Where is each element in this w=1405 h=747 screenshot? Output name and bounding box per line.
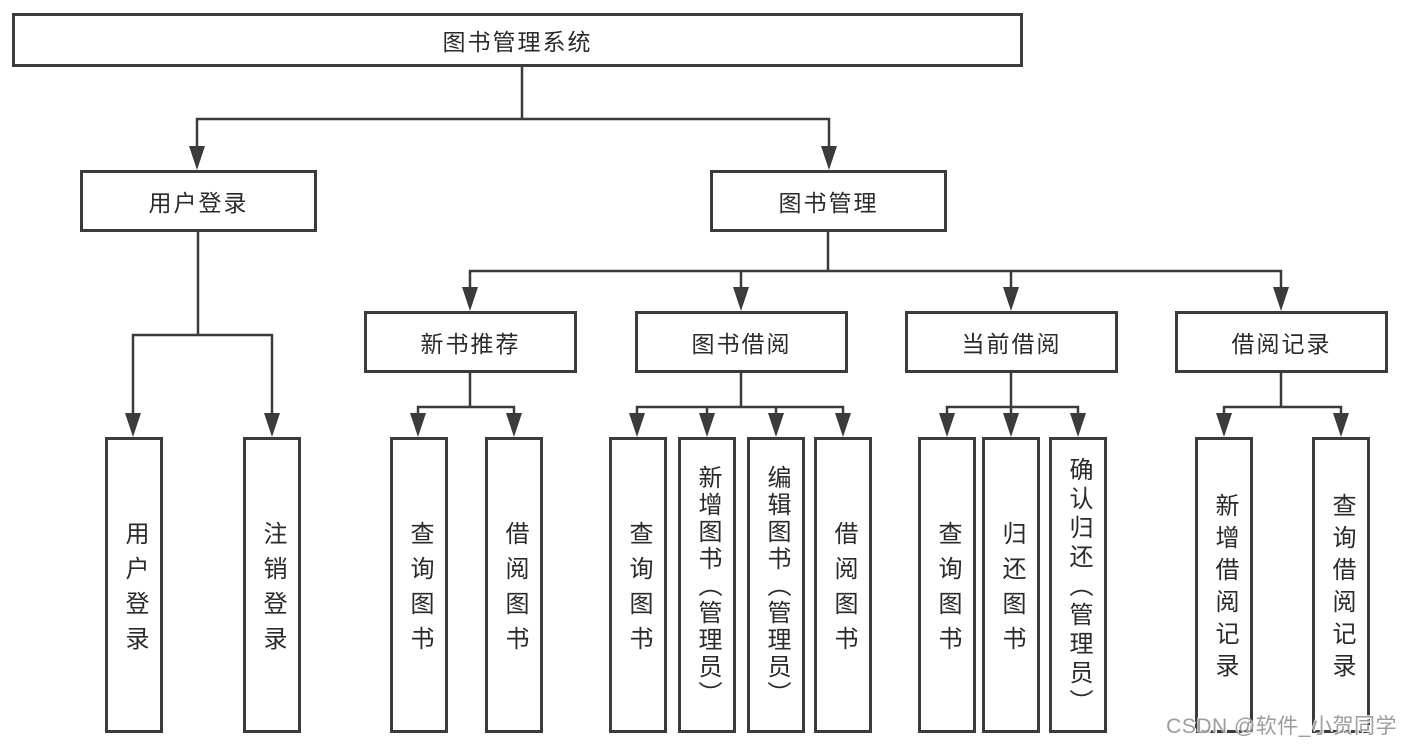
watermark: CSDN @软件_小贺同学	[1166, 715, 1397, 738]
node-leaf-return-books: 归还图书	[982, 437, 1040, 733]
node-leaf-logout: 注销登录	[243, 437, 301, 733]
node-book-borrow: 图书借阅	[635, 311, 848, 373]
node-book-management: 图书管理	[710, 170, 947, 232]
node-leaf-query-books-current: 查询图书	[918, 437, 976, 733]
node-leaf-query-books-recommend: 查询图书	[390, 437, 448, 733]
node-leaf-add-books-admin: 新增图书（管理员）	[678, 437, 736, 733]
node-new-book-recommend: 新书推荐	[364, 311, 577, 373]
node-leaf-query-books-borrow: 查询图书	[609, 437, 667, 733]
node-root-system: 图书管理系统	[12, 13, 1023, 67]
node-leaf-query-borrow-record: 查询借阅记录	[1312, 437, 1370, 733]
node-leaf-confirm-return-admin: 确认归还（管理员）	[1049, 437, 1107, 733]
node-leaf-add-borrow-record: 新增借阅记录	[1195, 437, 1253, 733]
node-leaf-borrow-books-recommend: 借阅图书	[485, 437, 543, 733]
node-leaf-edit-books-admin: 编辑图书（管理员）	[747, 437, 805, 733]
node-borrow-records: 借阅记录	[1175, 311, 1388, 373]
node-user-login: 用户登录	[80, 170, 317, 232]
node-current-borrow: 当前借阅	[905, 311, 1118, 373]
node-leaf-user-login: 用户登录	[105, 437, 163, 733]
node-leaf-borrow-books: 借阅图书	[814, 437, 872, 733]
